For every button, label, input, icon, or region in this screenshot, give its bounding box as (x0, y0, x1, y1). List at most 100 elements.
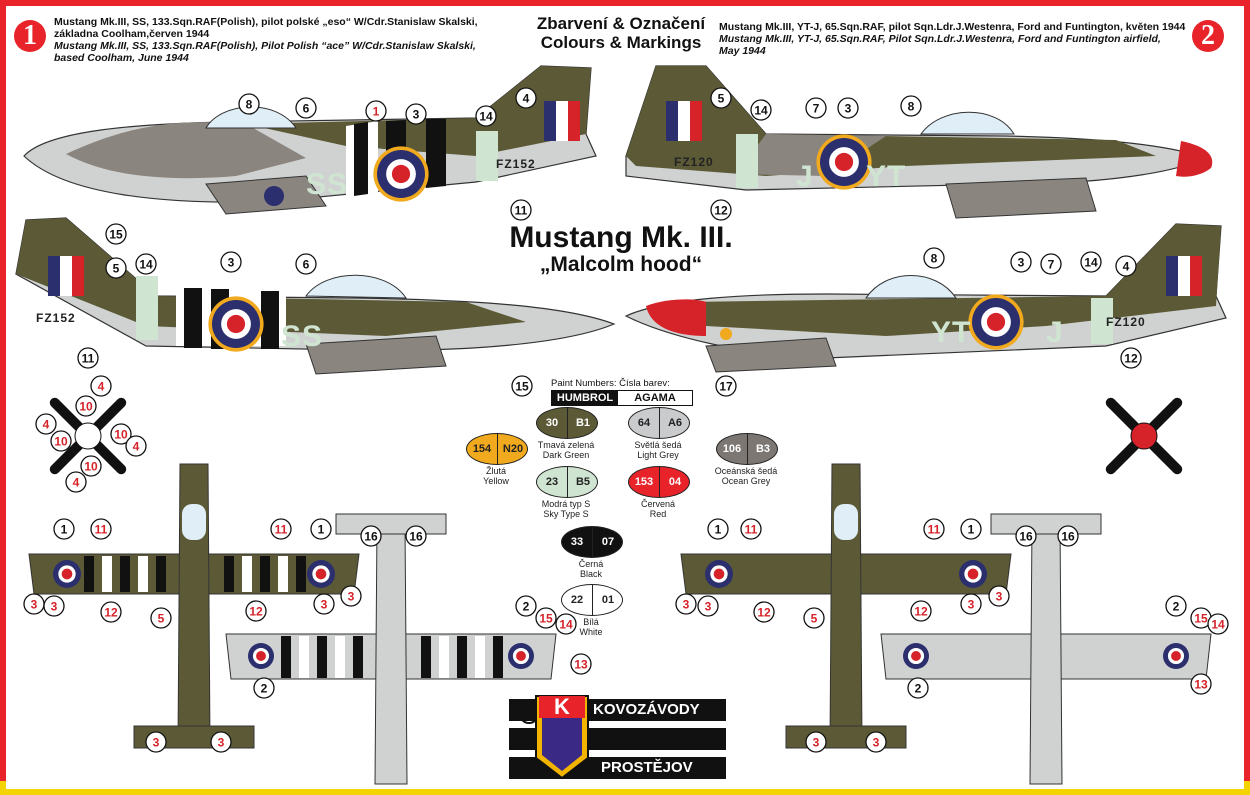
colours-markings-title: Zbarvení & Označení Colours & Markings (526, 14, 716, 52)
callout-n2: 2 (907, 677, 929, 699)
callout-n4: 4 (1115, 255, 1137, 277)
fin-flash-blue (48, 256, 60, 296)
wing-underside (945, 177, 1097, 219)
callout-circle (907, 677, 929, 699)
humbrol-number: 30 (545, 417, 559, 429)
paint-name-cz: Oceánská šedá (714, 466, 778, 476)
callout-number: 3 (968, 598, 975, 612)
callout-number: 7 (1048, 258, 1055, 272)
callout-circle (105, 223, 127, 245)
callout-number: 5 (811, 612, 818, 626)
callout-circle (910, 600, 932, 622)
callout-circle (145, 731, 167, 753)
callout-number: 10 (114, 428, 128, 442)
paint-name-en: Black (579, 569, 602, 579)
variant-1-caption: Mustang Mk.III, SS, 133.Sqn.RAF(Polish),… (54, 16, 494, 64)
brand-humbrol: HUMBROL (552, 391, 618, 405)
sky-band (1091, 298, 1113, 344)
callout-number: 2 (523, 600, 530, 614)
callout-number: 14 (139, 258, 153, 272)
callout-n6: 6 (295, 253, 317, 275)
propeller-1 (49, 397, 127, 475)
invasion-stripe (353, 636, 363, 678)
agama-number: 01 (592, 585, 622, 615)
callout-number: 3 (996, 590, 1003, 604)
callout-n3: 3 (340, 585, 362, 607)
sky-band (476, 131, 498, 181)
callout-n14: 14 (750, 99, 772, 121)
callout-number: 3 (683, 598, 690, 612)
callout-circle (1165, 595, 1187, 617)
callout-number: 3 (31, 598, 38, 612)
callout-n2: 2 (1165, 595, 1187, 617)
callout-n1: 1 (707, 518, 729, 540)
callout-n12: 12 (910, 600, 932, 622)
callout-number: 10 (54, 435, 68, 449)
callout-number: 15 (515, 380, 529, 394)
roundel-red (226, 314, 246, 334)
paint-name-en: Red (649, 509, 667, 519)
wing-underside (305, 335, 447, 375)
callout-number: 4 (98, 380, 105, 394)
agama-number: A6 (659, 408, 689, 438)
callout-circle (750, 99, 772, 121)
agama-number: B1 (567, 408, 597, 438)
spinner-red (1176, 141, 1213, 177)
callout-number: 3 (813, 736, 820, 750)
callout-circle (1115, 255, 1137, 277)
paint-swatch: 30 B1 (536, 407, 598, 439)
nose-emblem (720, 328, 732, 340)
roundel-red (911, 651, 921, 661)
callout-n3: 3 (675, 593, 697, 615)
callout-number: 11 (745, 523, 758, 537)
callout-number: 2 (261, 682, 268, 696)
callout-number: 17 (719, 380, 733, 394)
humbrol-number: 33 (570, 536, 584, 548)
callout-number: 16 (409, 530, 423, 544)
callout-circle (675, 593, 697, 615)
callout-circle (988, 585, 1010, 607)
stripe-black-3 (426, 119, 446, 188)
callout-n16: 16 (1057, 525, 1079, 547)
main-title: Mustang Mk. III. (509, 221, 733, 254)
stripe-black-3 (261, 291, 279, 349)
callout-circle (270, 518, 292, 540)
callout-circle (340, 585, 362, 607)
fin-flash-red (72, 256, 84, 296)
sky-band (136, 276, 158, 340)
variant-2-line-cz: Mustang Mk.III, YT-J, 65.Sqn.RAF, pilot … (719, 21, 1186, 33)
fin-flash-red (568, 101, 580, 141)
invasion-stripe (120, 556, 130, 592)
callout-n5: 5 (803, 607, 825, 629)
callout-n3: 3 (988, 585, 1010, 607)
callout-number: 15 (109, 228, 123, 242)
roundel-red (391, 164, 411, 184)
variant-1-line-en2: based Coolham, June 1944 (54, 52, 189, 64)
callout-n3: 3 (43, 595, 65, 617)
callout-circle (295, 97, 317, 119)
callout-number: 14 (754, 104, 768, 118)
paint-name-cz: Modrá typ S (541, 499, 591, 509)
callout-n10: 10 (75, 395, 97, 417)
callout-circle (960, 518, 982, 540)
callout-n10: 10 (110, 423, 132, 445)
callout-circle (238, 93, 260, 115)
callout-number: 6 (303, 258, 310, 272)
fin-flash-blue (1166, 256, 1178, 296)
callout-circle (405, 525, 427, 547)
callout-circle (360, 525, 382, 547)
callout-circle (710, 87, 732, 109)
callout-circle (35, 413, 57, 435)
callout-n8: 8 (923, 247, 945, 269)
logo-bar-top: KOVOZÁVODY (509, 699, 726, 721)
callout-circle (1015, 525, 1037, 547)
invasion-stripe (156, 556, 166, 592)
canopy-top (834, 504, 858, 540)
callout-circle (150, 607, 172, 629)
brand-agama: AGAMA (634, 392, 676, 404)
callout-number: 14 (559, 618, 573, 632)
logo-bar-middle (509, 728, 726, 750)
callout-n5: 5 (105, 257, 127, 279)
